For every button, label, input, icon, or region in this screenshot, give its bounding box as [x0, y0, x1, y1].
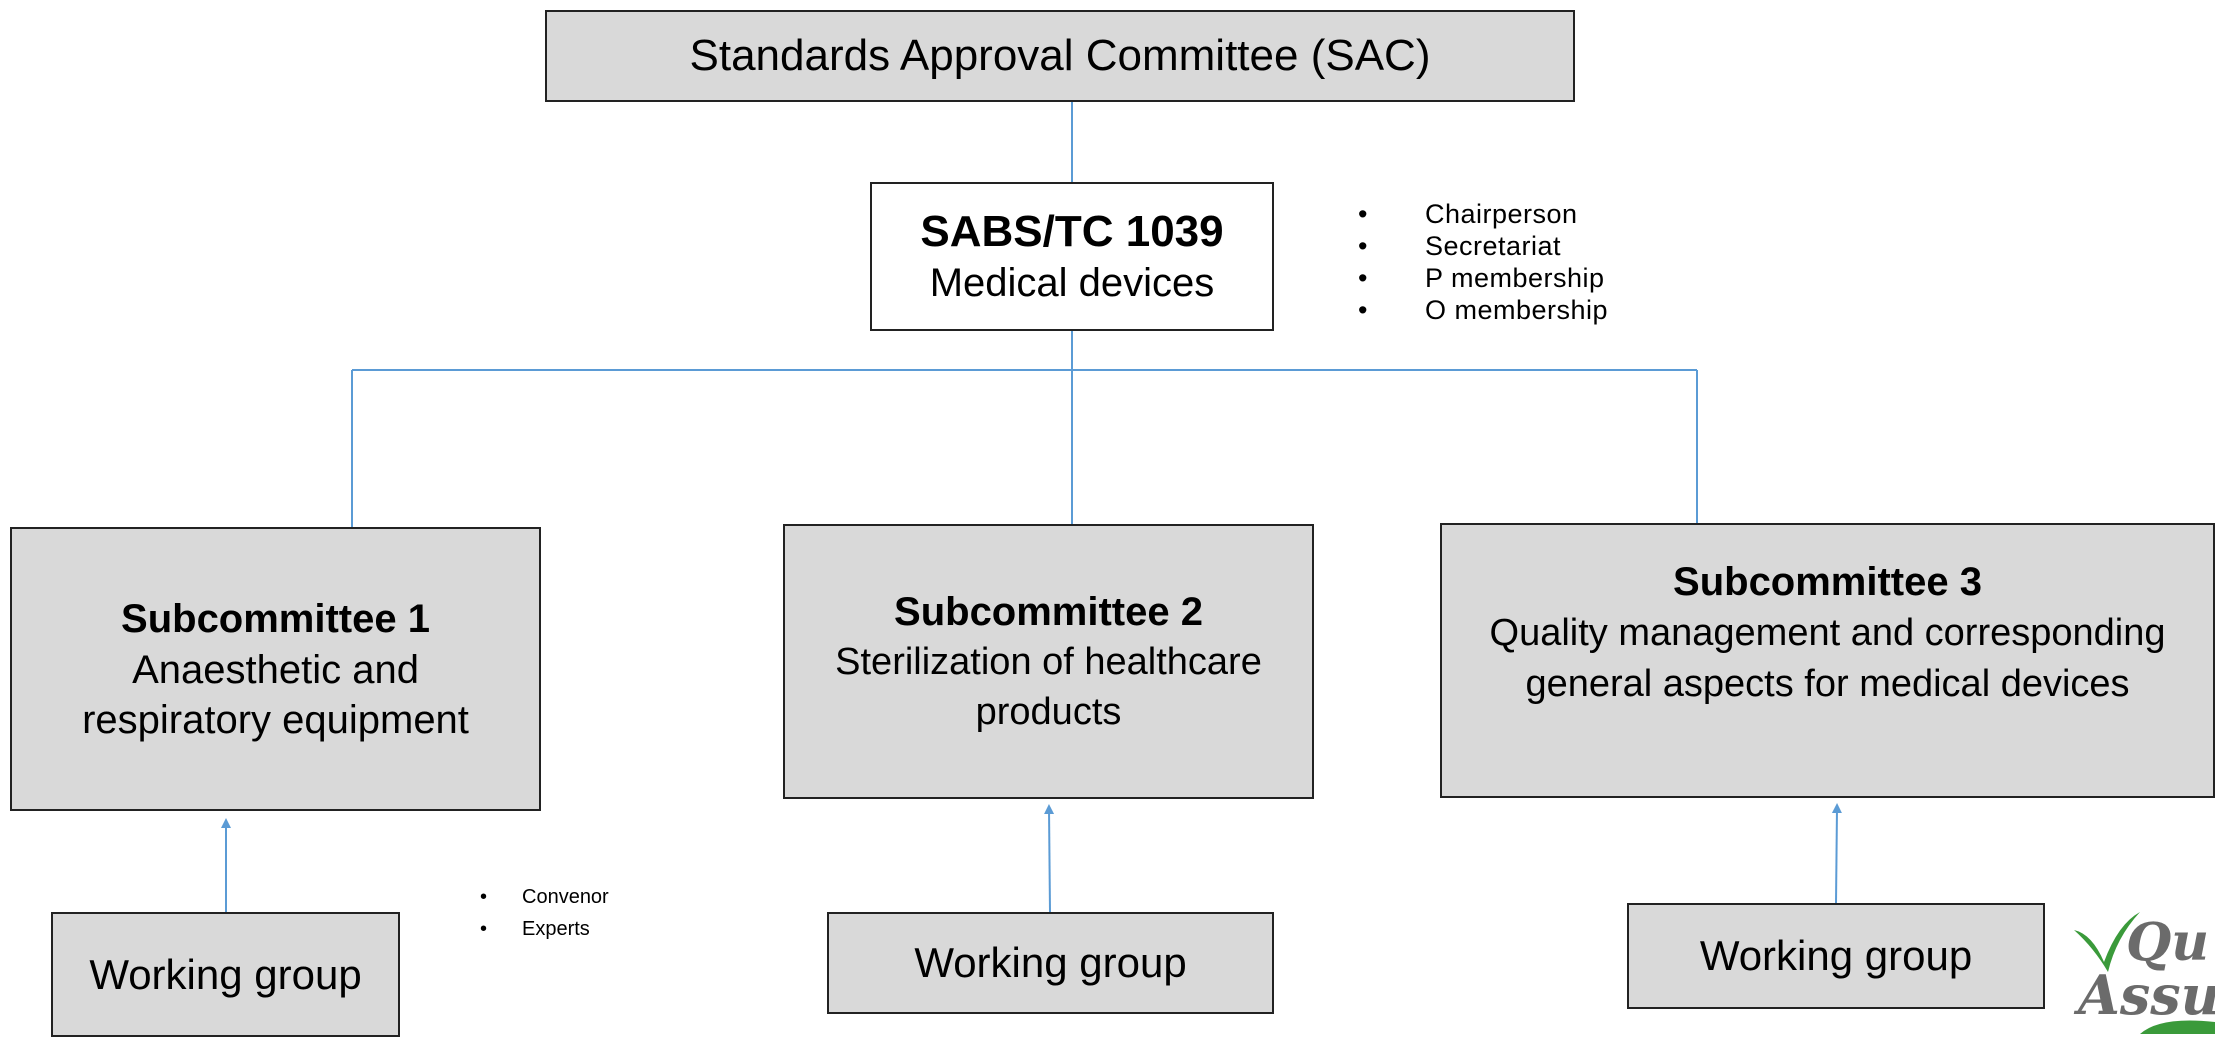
subcommittee-1-title: Subcommittee 1	[121, 597, 430, 641]
working-group-2-box: Working group	[827, 912, 1274, 1014]
subcommittee-2-box: Subcommittee 2 Sterilization of healthca…	[783, 524, 1314, 799]
subcommittee-3-title: Subcommittee 3	[1673, 559, 1982, 604]
wg3-to-sc3-arrow	[1831, 803, 1842, 904]
subcommittee-1-box: Subcommittee 1 Anaesthetic and respirato…	[10, 527, 541, 811]
wg2-to-sc2-arrow	[1044, 804, 1055, 913]
svg-text:Assu: Assu	[2073, 963, 2215, 1027]
tc-title: SABS/TC 1039	[920, 207, 1224, 257]
working-group-roles-list: Convenor Experts	[480, 881, 609, 945]
sac-box: Standards Approval Committee (SAC)	[545, 10, 1575, 102]
working-group-2-label: Working group	[914, 939, 1187, 986]
working-group-1-box: Working group	[51, 912, 400, 1037]
tc-role-item: O membership	[1358, 294, 1608, 326]
working-group-3-label: Working group	[1699, 932, 1973, 979]
subcommittee-2-description-line: products	[975, 690, 1122, 733]
tc-subtitle: Medical devices	[929, 260, 1215, 305]
tc-role-item: Secretariat	[1358, 230, 1608, 262]
working-group-role-item: Experts	[480, 913, 609, 945]
tc-role-item: P membership	[1358, 262, 1608, 294]
working-group-role-item: Convenor	[480, 881, 609, 913]
working-group-3-box: Working group	[1627, 903, 2045, 1009]
technical-committee-box: SABS/TC 1039 Medical devices	[870, 182, 1274, 331]
subcommittee-1-description-line: respiratory equipment	[82, 698, 469, 742]
tc-roles-list: Chairperson Secretariat P membership O m…	[1358, 198, 1608, 326]
sac-label: Standards Approval Committee (SAC)	[689, 31, 1431, 80]
working-group-1-label: Working group	[89, 950, 362, 998]
subcommittee-2-title: Subcommittee 2	[894, 590, 1203, 635]
subcommittee-3-description-line: general aspects for medical devices	[1525, 663, 2130, 705]
subcommittee-3-box: Subcommittee 3 Quality management and co…	[1440, 523, 2215, 798]
quassure-logo: Qu Assu	[2073, 912, 2215, 1034]
subcommittee-2-description-line: Sterilization of healthcare	[835, 641, 1262, 684]
subcommittee-3-description-line: Quality management and corresponding	[1489, 611, 2166, 654]
tc-role-item: Chairperson	[1358, 198, 1608, 230]
subcommittee-1-description-line: Anaesthetic and	[132, 648, 419, 692]
svg-text:Qu: Qu	[2126, 912, 2209, 973]
